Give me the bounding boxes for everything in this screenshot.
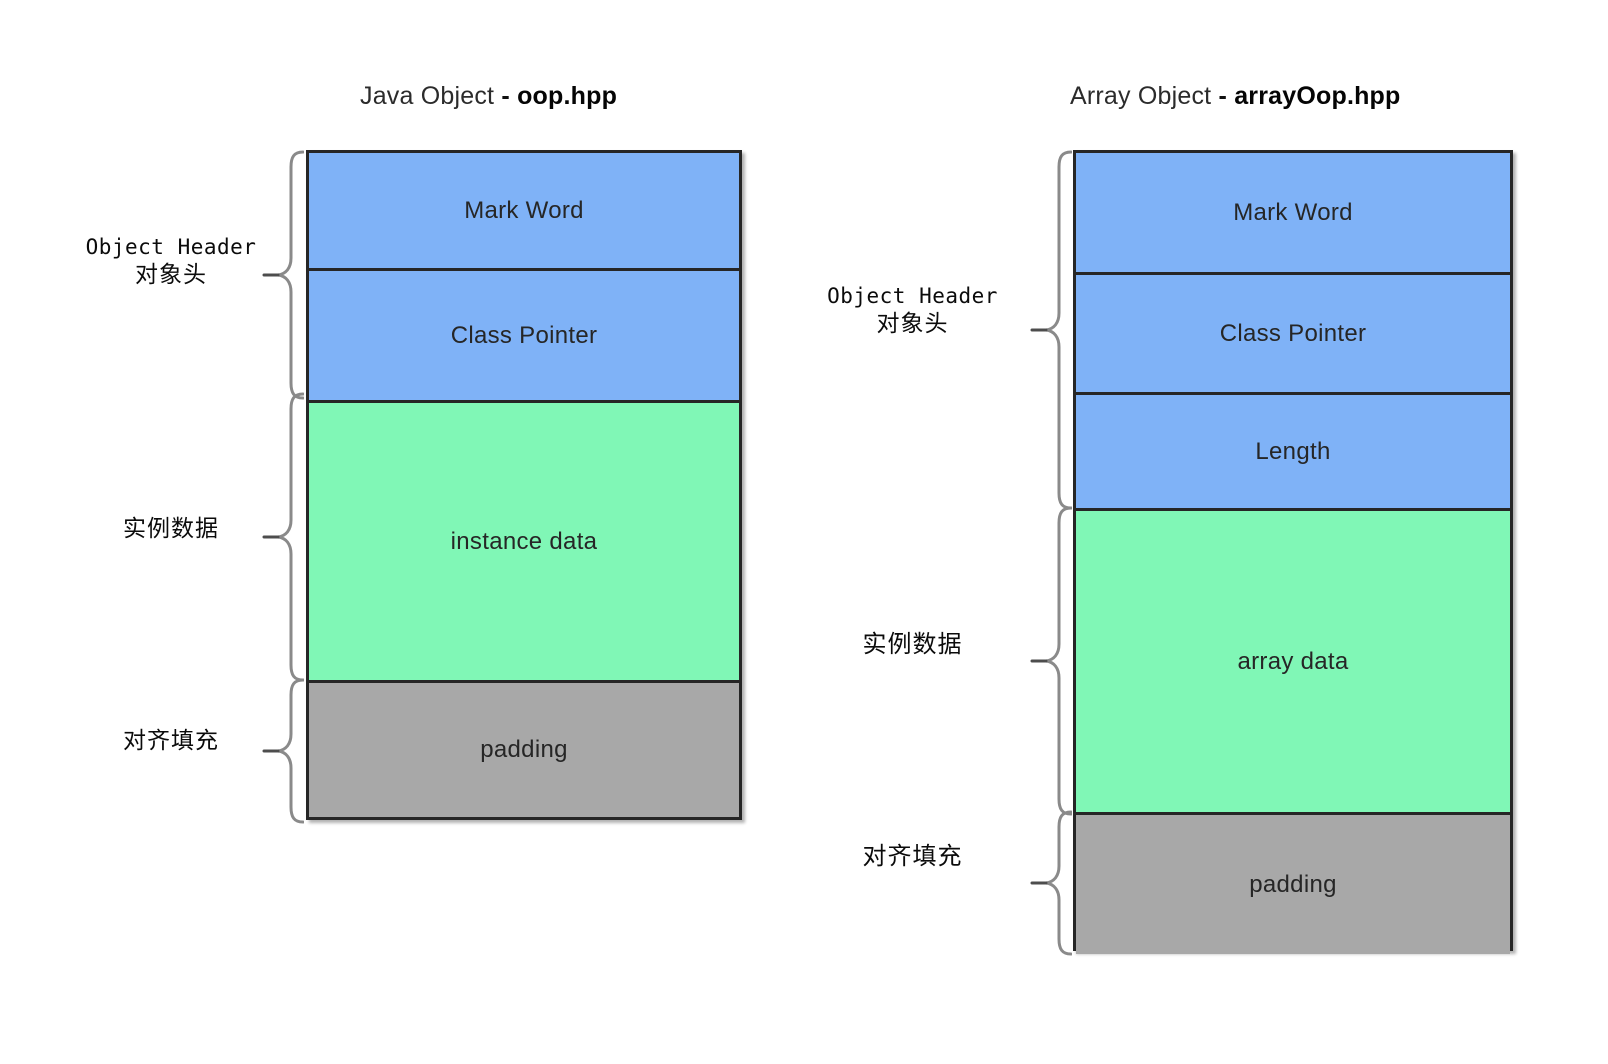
brace-instance-data-right xyxy=(1026,506,1072,816)
group-label-cn: 对象头 xyxy=(876,310,949,337)
memory-layout-java-object: Mark Word Class Pointer instance data pa… xyxy=(306,150,742,820)
segment-mark-word: Mark Word xyxy=(1076,153,1510,275)
segment-class-pointer: Class Pointer xyxy=(1076,275,1510,395)
group-label-cn: 对齐填充 xyxy=(862,843,963,870)
group-label-instance-data-left: 实例数据 xyxy=(56,515,286,544)
group-label-object-header-right: Object Header 对象头 xyxy=(800,283,1025,339)
brace-instance-data-left xyxy=(258,392,304,682)
title-kind: Java Object xyxy=(360,82,495,110)
group-label-padding-right: 对齐填充 xyxy=(800,842,1025,873)
group-label-en: Object Header xyxy=(827,284,998,308)
group-label-cn: 对象头 xyxy=(135,261,207,288)
title-separator: - xyxy=(501,82,510,110)
title-kind: Array Object xyxy=(1070,82,1212,110)
group-label-object-header-left: Object Header 对象头 xyxy=(56,234,286,290)
group-label-cn: 对齐填充 xyxy=(123,728,219,754)
segment-padding: padding xyxy=(1076,815,1510,954)
group-label-en: Object Header xyxy=(85,235,257,259)
brace-padding-left xyxy=(258,678,304,824)
group-label-cn: 实例数据 xyxy=(123,516,219,542)
segment-padding: padding xyxy=(309,683,739,817)
diagram-title-java-object: Java Object - oop.hpp xyxy=(360,82,617,111)
segment-array-data: array data xyxy=(1076,511,1510,815)
diagram-title-array-object: Array Object - arrayOop.hpp xyxy=(1070,82,1401,111)
memory-layout-array-object: Mark Word Class Pointer Length array dat… xyxy=(1073,150,1513,954)
group-label-padding-left: 对齐填充 xyxy=(56,727,286,756)
brace-object-header-right xyxy=(1026,150,1072,510)
group-label-cn: 实例数据 xyxy=(862,631,963,658)
segment-length: Length xyxy=(1076,395,1510,511)
segment-class-pointer: Class Pointer xyxy=(309,271,739,403)
title-filename: arrayOop.hpp xyxy=(1234,82,1401,110)
segment-mark-word: Mark Word xyxy=(309,153,739,271)
title-filename: oop.hpp xyxy=(517,82,618,110)
group-label-instance-data-right: 实例数据 xyxy=(800,630,1025,661)
segment-instance-data: instance data xyxy=(309,403,739,683)
brace-object-header-left xyxy=(258,150,304,400)
brace-padding-right xyxy=(1026,810,1072,956)
title-separator: - xyxy=(1218,82,1228,110)
